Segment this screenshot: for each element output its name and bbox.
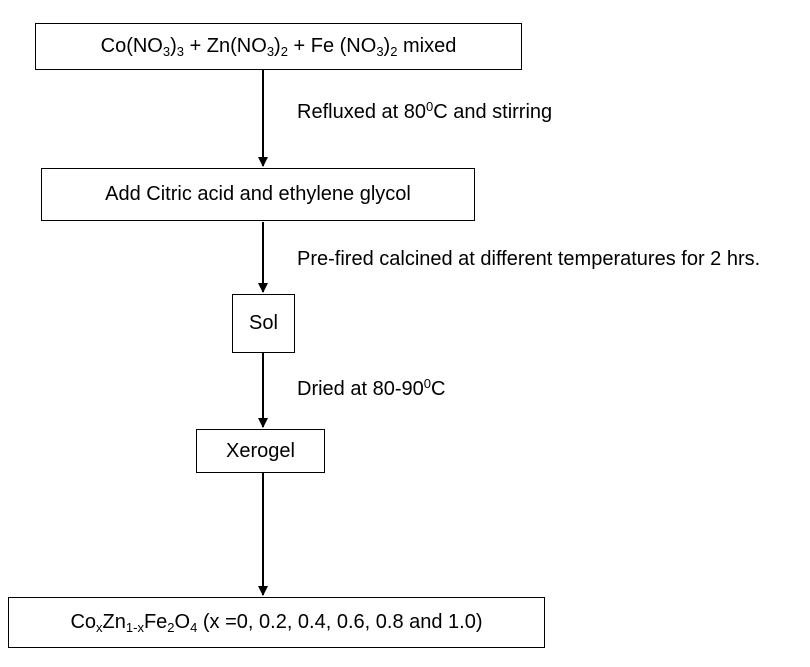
step-add-citric-box: Add Citric acid and ethylene glycol — [41, 168, 475, 221]
step-precursors-text: Co(NO3)3 + Zn(NO3)2 + Fe (NO3)2 mixed — [100, 35, 457, 59]
label-reflux: Refluxed at 800C and stirring — [297, 99, 553, 123]
step-product-box: CoxZn1-xFe2O4 (x =0, 0.2, 0.4, 0.6, 0.8 … — [8, 597, 545, 648]
step-sol-text: Sol — [249, 312, 278, 334]
step-precursors-box: Co(NO3)3 + Zn(NO3)2 + Fe (NO3)2 mixed — [35, 23, 522, 70]
step-product-text: CoxZn1-xFe2O4 (x =0, 0.2, 0.4, 0.6, 0.8 … — [70, 611, 483, 635]
step-xerogel-text: Xerogel — [226, 439, 295, 462]
step-add-citric-text: Add Citric acid and ethylene glycol — [105, 183, 411, 205]
step-sol-box: Sol — [232, 294, 295, 353]
label-prefired: Pre-fired calcined at different temperat… — [297, 248, 761, 270]
label-dried: Dried at 80-900C — [297, 376, 446, 400]
step-xerogel-box: Xerogel — [196, 429, 325, 473]
